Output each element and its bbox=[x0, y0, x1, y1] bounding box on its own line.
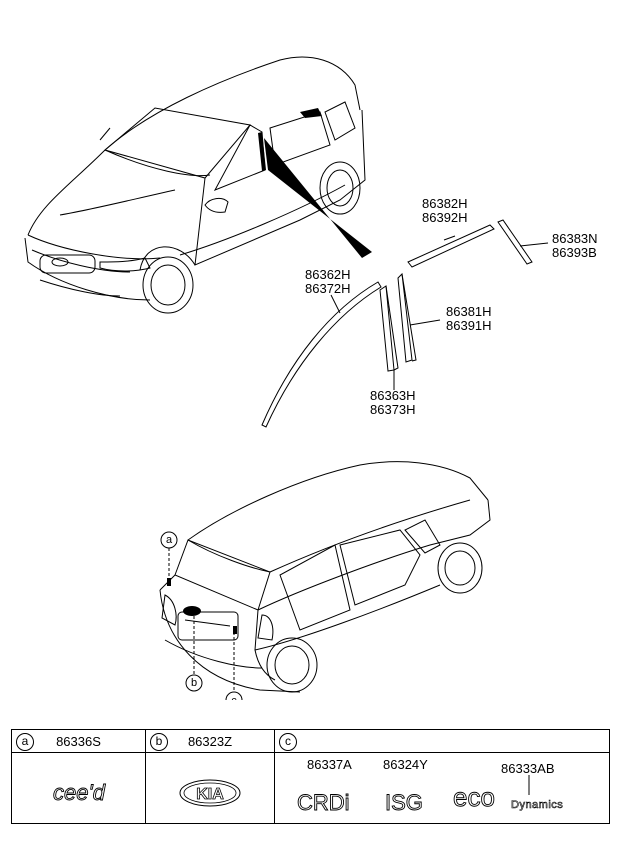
rear-kia-badge bbox=[183, 606, 201, 616]
callout-c-letter: c bbox=[231, 695, 237, 700]
moulding-parts bbox=[261, 219, 549, 428]
legend-header-a: a 86336S bbox=[11, 729, 146, 753]
part-label-86363h: 86363H bbox=[370, 388, 416, 403]
part-label-86393b: 86393B bbox=[552, 245, 597, 260]
part-label-86392h: 86392H bbox=[422, 210, 468, 225]
part-label-86362h: 86362H bbox=[305, 267, 351, 282]
part-label-86372h: 86372H bbox=[305, 281, 351, 296]
parts-diagram: c bbox=[24, 56, 549, 700]
part-label-86391h: 86391H bbox=[446, 318, 492, 333]
legend-letter-b: b bbox=[150, 733, 168, 751]
legend-part-b: 86323Z bbox=[187, 734, 233, 749]
legend-part-isg: 86324Y bbox=[383, 757, 428, 772]
moulding-highlight bbox=[258, 108, 372, 258]
legend-part-eco-dynamics: 86333AB bbox=[501, 761, 555, 776]
callout-a-letter: a bbox=[166, 534, 173, 546]
kia-emblem: KIA bbox=[179, 779, 241, 807]
eco-emblem: eco bbox=[453, 782, 495, 812]
legend-cell-b: KIA bbox=[145, 752, 275, 824]
crdi-emblem: CRDi bbox=[297, 790, 350, 815]
callout-leaders bbox=[168, 548, 235, 690]
legend-letter-a: a bbox=[16, 733, 34, 751]
front-car-drawing bbox=[24, 56, 366, 314]
rear-car-drawing bbox=[159, 461, 491, 693]
svg-text:KIA: KIA bbox=[196, 786, 224, 803]
callout-circles bbox=[160, 531, 243, 700]
legend-part-crdi: 86337A bbox=[307, 757, 352, 772]
part-label-86382h: 86382H bbox=[422, 196, 468, 211]
legend-cell-c: 86337A 86324Y 86333AB CRDi ISG eco Dynam… bbox=[274, 752, 610, 824]
legend-header-c: c bbox=[274, 729, 610, 753]
variant-emblems: CRDi ISG eco Dynamics bbox=[297, 775, 563, 815]
callout-b-letter: b bbox=[191, 677, 198, 689]
part-label-86383n: 86383N bbox=[552, 231, 598, 246]
legend-part-a: 86336S bbox=[56, 734, 101, 749]
part-label-86381h: 86381H bbox=[446, 304, 492, 319]
emblem-legend-table: a 86336S b 86323Z c cee'd KIA 86337A 863… bbox=[11, 729, 610, 824]
rear-ceed-badge bbox=[167, 578, 171, 586]
part-label-86373h: 86373H bbox=[370, 402, 416, 417]
dynamics-emblem: Dynamics bbox=[511, 799, 563, 811]
ceed-emblem: cee'd bbox=[53, 780, 107, 806]
legend-header-b: b 86323Z bbox=[145, 729, 275, 753]
svg-text:cee'd: cee'd bbox=[53, 780, 106, 805]
isg-emblem: ISG bbox=[385, 790, 423, 815]
legend-letter-c: c bbox=[279, 733, 297, 751]
legend-cell-a: cee'd bbox=[11, 752, 146, 824]
rear-crdi-badge bbox=[233, 626, 237, 634]
